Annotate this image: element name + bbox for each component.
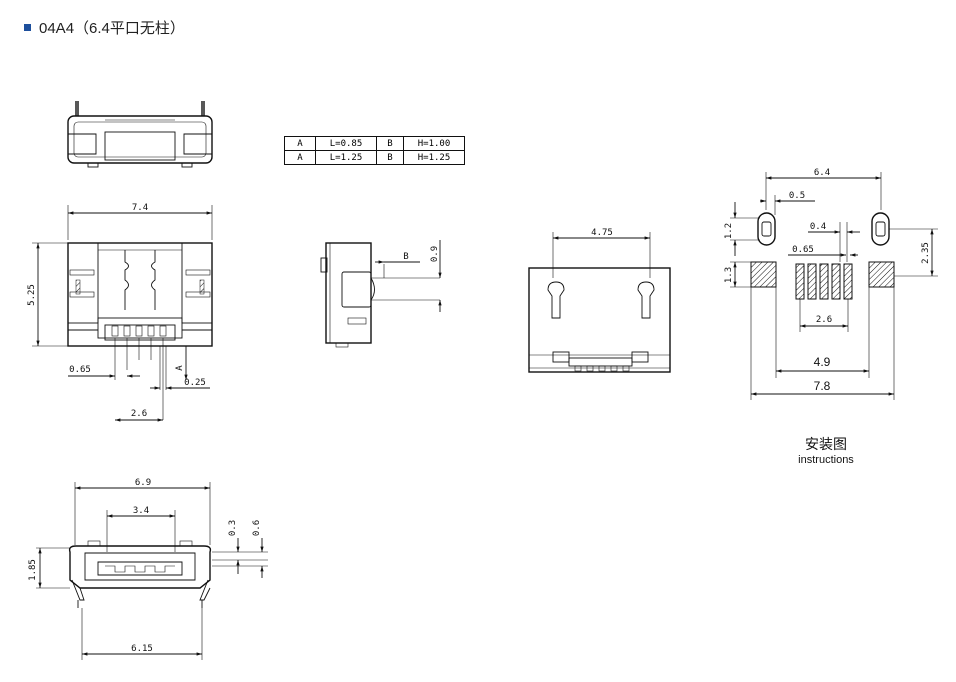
body-inner xyxy=(73,121,207,158)
dim-1-2: 1.2 xyxy=(724,223,734,239)
side-notch-left xyxy=(68,133,97,155)
hole-left xyxy=(757,212,776,246)
spec-cell: A xyxy=(284,150,316,165)
install-label-cn: 安装图 xyxy=(805,436,847,452)
install-label-en: instructions xyxy=(798,454,854,466)
dim-0-4: 0.4 xyxy=(810,222,826,232)
body-center xyxy=(104,131,176,161)
hole-right xyxy=(871,212,890,246)
rear-view: 6.9 3.4 0.3 0.6 1.85 6.15 xyxy=(28,478,268,660)
plan-view: 7.4 5.25 0.65 xyxy=(27,203,213,422)
signal-pad xyxy=(843,263,853,300)
dim-2-6-plan: 2.6 xyxy=(131,409,147,419)
dim-B-label: B xyxy=(403,252,408,262)
install-footprint: 6.4 0.5 1.2 0.4 0.65 1.3 xyxy=(724,168,938,400)
signal-pad xyxy=(795,263,805,300)
dim-7-8: 7.8 xyxy=(814,379,831,393)
top-view xyxy=(67,101,213,168)
side-notch-right xyxy=(183,133,212,155)
spec-cell: L=1.25 xyxy=(315,150,377,165)
front-peg-left xyxy=(547,281,565,319)
drawing-title: 04A4（6.4平口无柱） xyxy=(24,17,185,38)
dim-5-25: 5.25 xyxy=(27,284,37,306)
rear-body xyxy=(68,545,212,589)
spec-cell: H=1.25 xyxy=(403,150,465,165)
front-peg-right xyxy=(637,281,655,319)
spec-row: A L=1.25 B H=1.25 xyxy=(284,150,465,165)
dim-3-4: 3.4 xyxy=(133,506,149,516)
dim-6-4: 6.4 xyxy=(814,168,830,178)
plan-contact-block xyxy=(97,317,183,339)
dim-4-75: 4.75 xyxy=(591,228,613,238)
front-view: 4.75 xyxy=(528,228,671,373)
dim-0-3: 0.3 xyxy=(228,520,238,536)
dim-4-9: 4.9 xyxy=(814,355,831,369)
dim-0-65-install: 0.65 xyxy=(792,245,814,255)
dim-A-label: A xyxy=(175,365,185,371)
signal-pad xyxy=(807,263,817,300)
dim-0-9: 0.9 xyxy=(430,246,440,262)
spec-cell: B xyxy=(376,150,404,165)
dim-0-5: 0.5 xyxy=(789,191,805,201)
dim-6-9: 6.9 xyxy=(135,478,151,488)
plan-body xyxy=(67,242,213,347)
title-bullet-icon xyxy=(24,24,31,31)
dim-1-85: 1.85 xyxy=(28,559,38,581)
spec-row: A L=0.85 B H=1.00 xyxy=(284,136,465,151)
dim-7-4: 7.4 xyxy=(132,203,148,213)
foot-left xyxy=(87,162,99,168)
dim-1-3: 1.3 xyxy=(724,267,734,283)
spec-table: A L=0.85 B H=1.00 A L=1.25 B H=1.25 xyxy=(284,136,465,165)
signal-pad xyxy=(819,263,829,300)
dim-0-25: 0.25 xyxy=(184,378,206,388)
pad-right xyxy=(868,261,895,288)
dim-0-6: 0.6 xyxy=(252,520,262,536)
title-text: 04A4（6.4平口无柱） xyxy=(39,20,185,37)
foot-right xyxy=(181,162,193,168)
dim-6-15: 6.15 xyxy=(131,644,153,654)
side-body xyxy=(325,242,372,344)
dim-2-35: 2.35 xyxy=(921,242,931,264)
dim-2-6-install: 2.6 xyxy=(816,315,832,325)
install-caption: 安装图 instructions xyxy=(786,434,866,466)
pad-left xyxy=(750,261,777,288)
signal-pad xyxy=(831,263,841,300)
front-body xyxy=(528,267,671,373)
dim-0-65-plan: 0.65 xyxy=(69,365,91,375)
side-view: B 0.9 xyxy=(320,240,442,348)
body-outline xyxy=(67,115,213,164)
